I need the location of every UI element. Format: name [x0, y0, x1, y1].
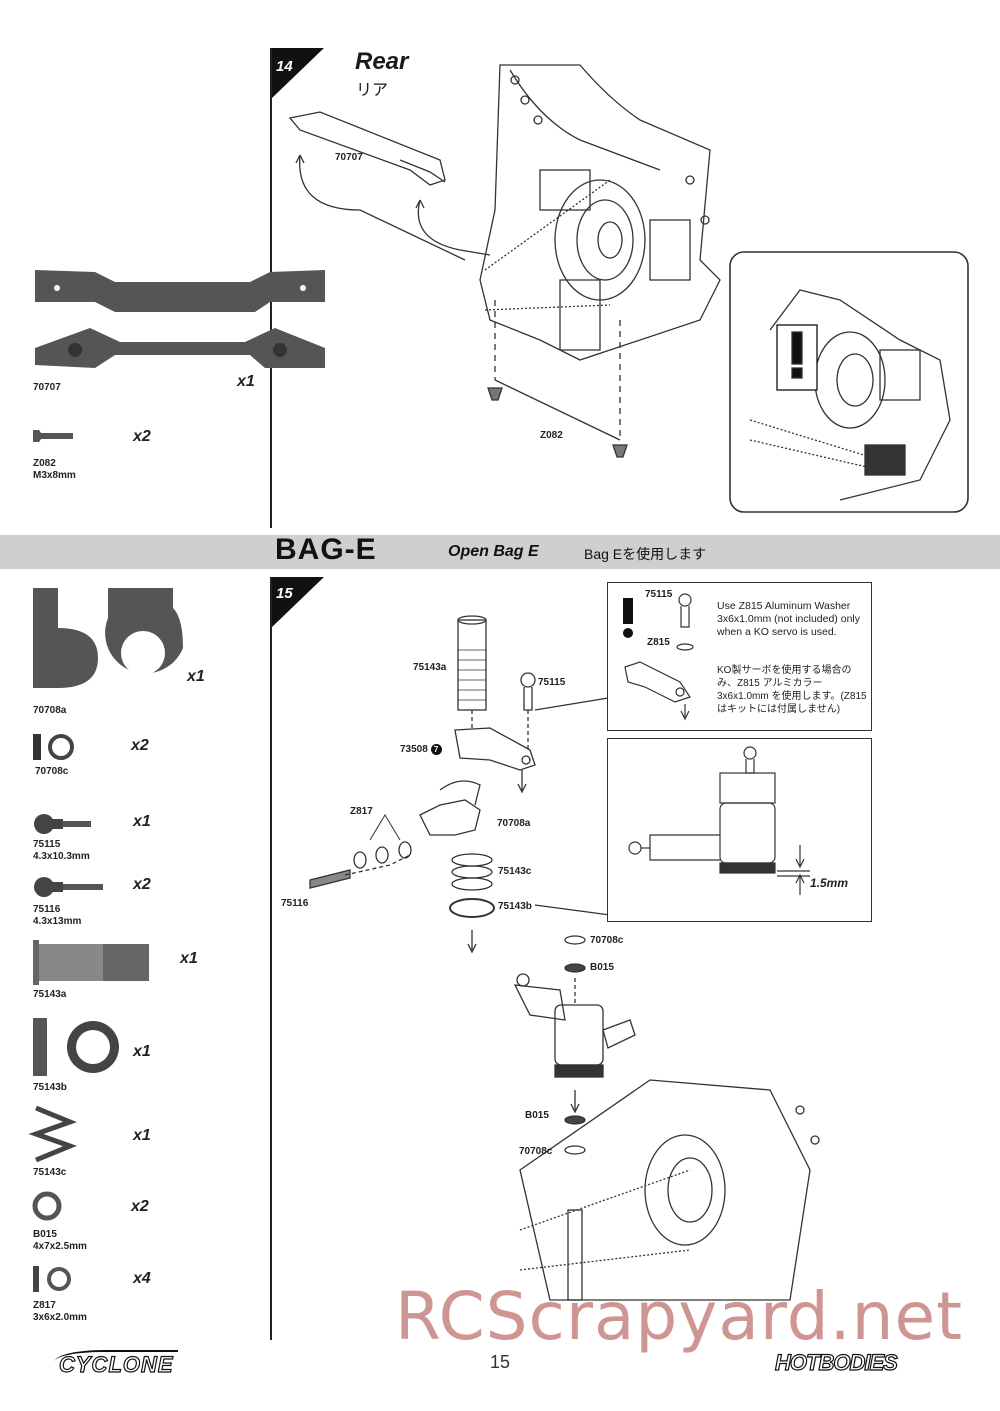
brace-70707-photo	[35, 270, 325, 368]
part-75143b-icon	[33, 1018, 119, 1076]
note-text-en: Use Z815 Aluminum Washer 3x6x1.0mm (not …	[717, 600, 860, 638]
callout-75115: 75115	[538, 677, 566, 688]
callout-75143c: 75143c	[498, 866, 532, 877]
part-desc: 4x7x2.5mm	[33, 1241, 87, 1252]
part-75116-icon	[34, 877, 103, 897]
step15-number: 15	[276, 585, 293, 602]
gap-detail-box	[607, 738, 872, 922]
note-text-jp: KO製サーボを使用する場合のみ、Z815 アルミカラー3x6x1.0mm を使用…	[717, 665, 867, 715]
callout-z082: Z082	[540, 430, 563, 441]
part-desc: M3x8mm	[33, 470, 76, 481]
part-qty: x2	[133, 876, 151, 893]
callout-75143a: 75143a	[413, 662, 447, 673]
callout-73508-code: 73508	[400, 744, 428, 755]
part-70708a-icon	[33, 588, 183, 688]
part-code: 70708c	[35, 766, 69, 777]
part-qty: x1	[180, 950, 198, 967]
step15-tab	[272, 577, 324, 627]
watermark: RCScrapyard.net	[395, 1278, 963, 1355]
callout-z817: Z817	[350, 806, 373, 817]
callout-70708a: 70708a	[497, 818, 531, 829]
servo-saver-diagram	[309, 615, 820, 1301]
page-number: 15	[490, 1352, 511, 1372]
part-code: 70708a	[33, 705, 67, 716]
callout-b015-bot: B015	[525, 1110, 549, 1121]
part-desc: 4.3x10.3mm	[33, 851, 90, 862]
hotbodies-logo: HOTBODIES	[774, 1349, 898, 1375]
part-qty: x2	[131, 737, 149, 754]
part-70708c-icon	[33, 734, 74, 760]
callout-70707: 70707	[335, 152, 363, 163]
step14-title: Rear	[355, 48, 409, 75]
part-75143c-spring-icon	[28, 1105, 78, 1163]
part-code: 75143b	[33, 1082, 67, 1093]
callout-b015-top: B015	[590, 962, 614, 973]
part-qty: x1	[187, 668, 205, 685]
part-75143a-icon	[33, 940, 149, 985]
callout-70708c-bot: 70708c	[519, 1146, 553, 1157]
note-callout-75115: 75115	[645, 589, 673, 600]
callout-75143b: 75143b	[498, 901, 532, 912]
part-qty: x1	[237, 373, 255, 390]
ko-servo-note-box	[607, 582, 872, 731]
part-qty: x2	[131, 1198, 149, 1215]
step15-divider	[270, 577, 272, 1340]
screw-z082-icon	[33, 430, 73, 442]
part-code: 75143a	[33, 989, 67, 1000]
step14-title-jp: リア	[356, 82, 389, 99]
exclamation-icon	[623, 598, 633, 638]
part-qty: x4	[133, 1270, 151, 1287]
part-code: Z817	[33, 1300, 56, 1311]
callout-73508: 73508 7	[400, 744, 442, 755]
part-desc: 3x6x2.0mm	[33, 1312, 87, 1323]
part-qty: x1	[133, 1043, 151, 1060]
bag-open-label: Open Bag E	[448, 543, 539, 560]
part-code: Z082	[33, 458, 56, 469]
bag-title: BAG-E	[275, 533, 377, 566]
part-z817-icon	[33, 1266, 71, 1292]
step14-number: 14	[276, 58, 293, 75]
part-qty: x2	[133, 428, 151, 445]
bag-jp-label: Bag Eを使用します	[584, 546, 707, 562]
bag-banner	[0, 535, 1000, 569]
note-callout-z815: Z815	[647, 637, 670, 648]
cyclone-logo: CYCLONE	[55, 1350, 178, 1378]
callout-73508-badge: 7	[430, 744, 442, 755]
gap-label: 1.5mm	[810, 876, 849, 890]
callout-70708c-top: 70708c	[590, 935, 624, 946]
part-75115-icon	[34, 814, 91, 834]
rear-chassis-diagram	[288, 64, 969, 513]
part-code: 70707	[33, 382, 61, 393]
part-code: B015	[33, 1229, 57, 1240]
part-b015-icon	[32, 1191, 62, 1221]
part-code: 75143c	[33, 1167, 67, 1178]
part-desc: 4.3x13mm	[33, 916, 82, 927]
part-qty: x1	[133, 813, 151, 830]
step14-tab	[272, 48, 324, 98]
gap-detail-drawing	[628, 746, 810, 895]
callout-75116: 75116	[281, 898, 309, 909]
part-qty: x1	[133, 1127, 151, 1144]
note-arm-drawing	[624, 593, 694, 721]
part-code: 75115	[33, 839, 61, 850]
part-code: 75116	[33, 904, 61, 915]
